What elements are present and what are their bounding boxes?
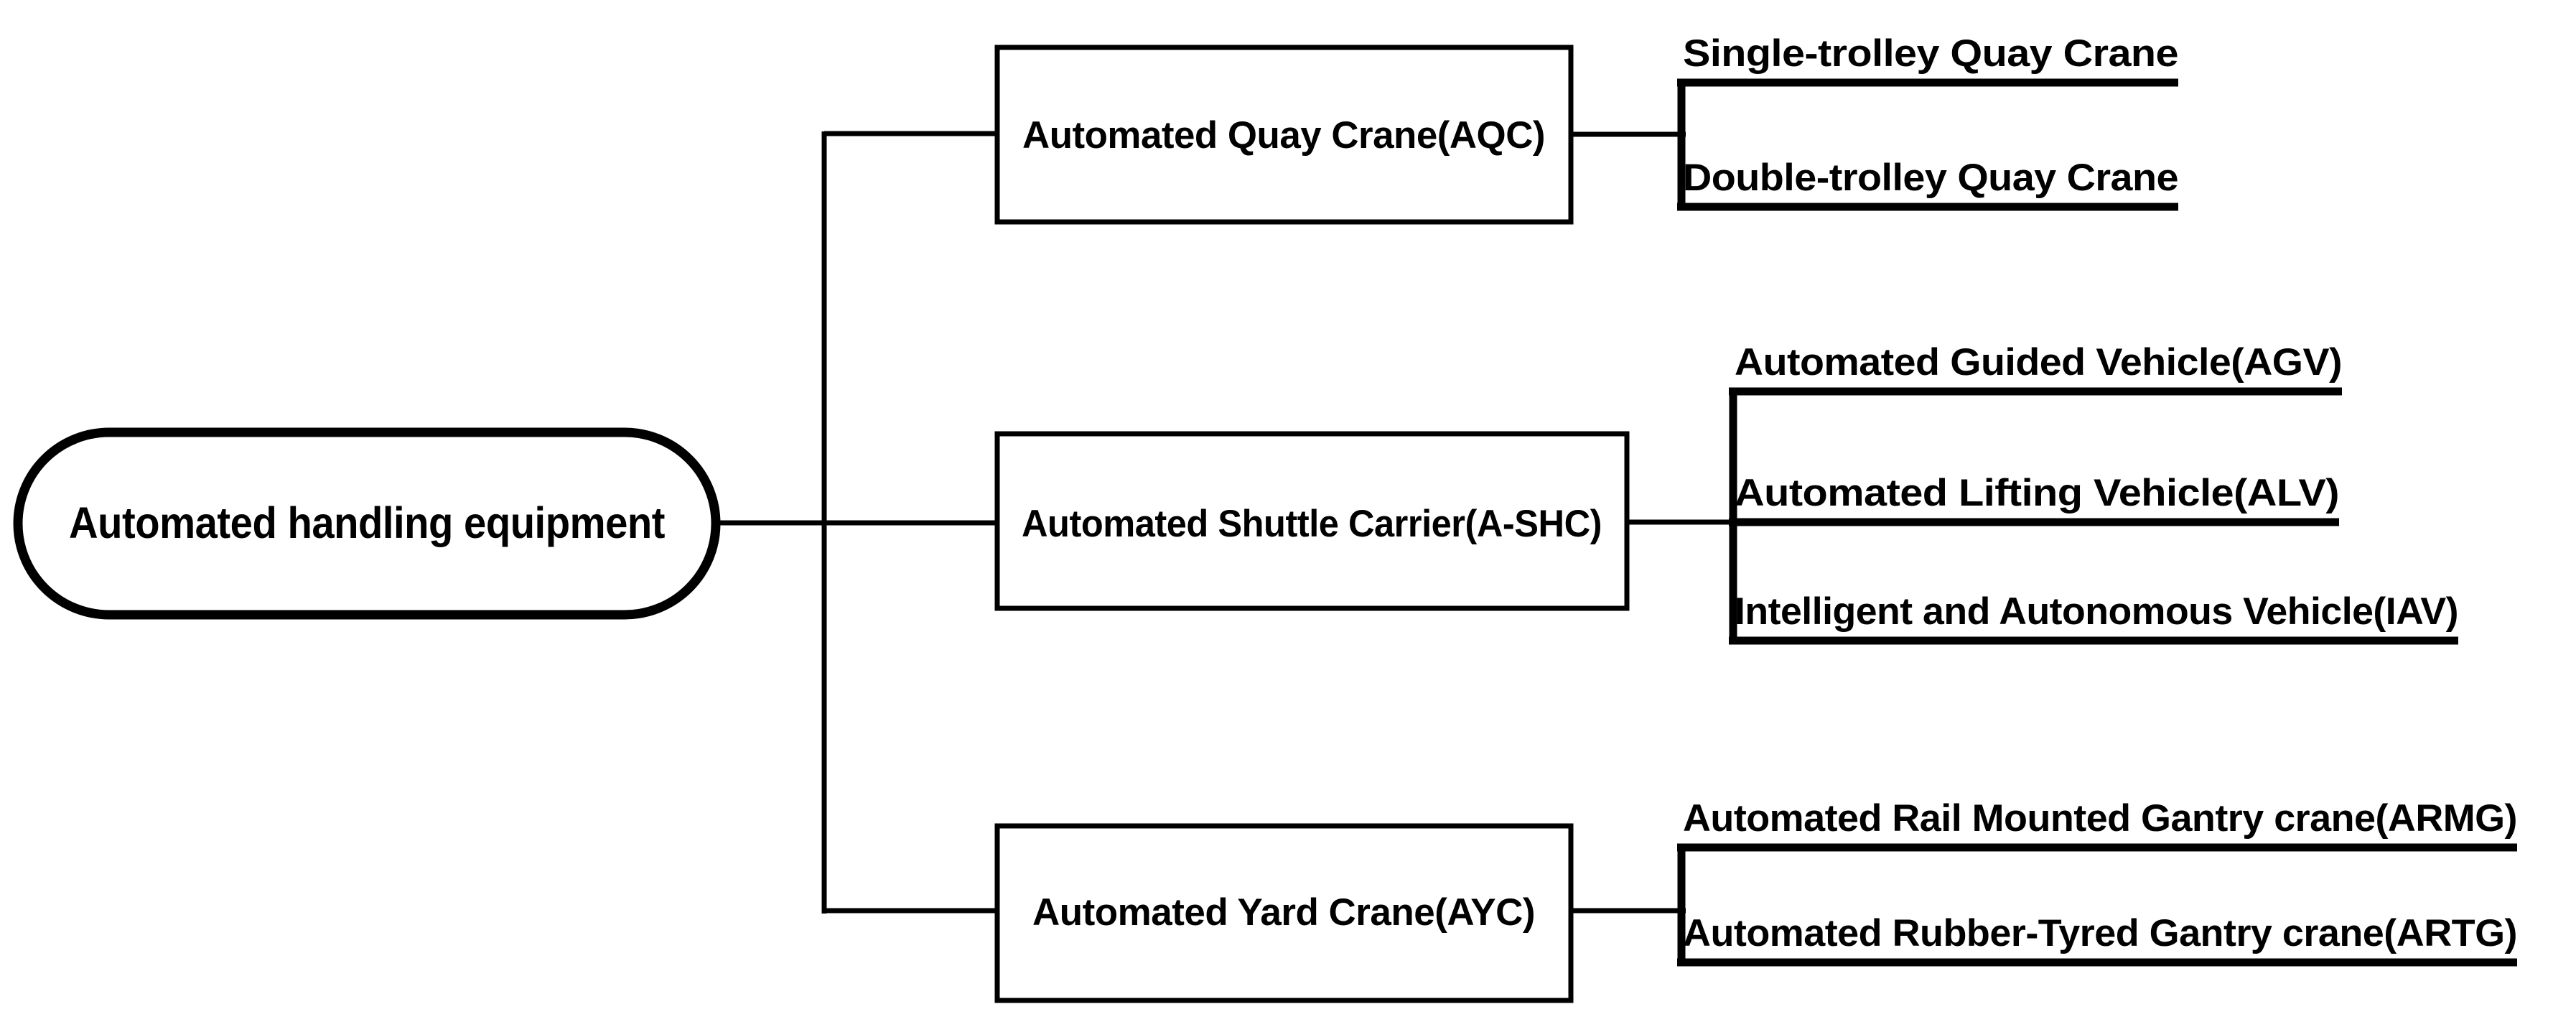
leaf-label-alv: Automated Lifting Vehicle(ALV) (1735, 472, 2339, 514)
branch-node-ashc[interactable]: Automated Shuttle Carrier(A-SHC) (994, 431, 1630, 611)
root-node-label: Automated handling equipment (69, 498, 665, 547)
branch-node-aqc[interactable]: Automated Quay Crane(AQC) (994, 45, 1574, 225)
leaf-label-iav: Intelligent and Autonomous Vehicle(IAV) (1735, 590, 2458, 633)
branch-ayc-leaf-connectors (1571, 844, 1686, 966)
branch-node-ayc[interactable]: Automated Yard Crane(AYC) (994, 823, 1574, 1003)
trunk-connectors (716, 131, 997, 914)
leaf-group-alv[interactable]: Automated Lifting Vehicle(ALV) (1729, 472, 2340, 526)
branch-node-aqc-label: Automated Quay Crane(AQC) (1022, 114, 1545, 157)
branch-node-ayc-label: Automated Yard Crane(AYC) (1032, 891, 1535, 934)
root-node[interactable]: Automated handling equipment (13, 427, 721, 620)
branch-node-ashc-box (994, 431, 1630, 611)
branch-node-ashc-label: Automated Shuttle Carrier(A-SHC) (1022, 503, 1602, 545)
leaf-group-artg[interactable]: Automated Rubber-Tyred Gantry crane(ARTG… (1677, 912, 2518, 967)
branch-aqc-leaf-connectors (1571, 79, 1686, 208)
branch-node-ayc-box (994, 823, 1574, 1003)
leaf-group-agv[interactable]: Automated Guided Vehicle(AGV) (1729, 341, 2343, 396)
leaf-label-artg: Automated Rubber-Tyred Gantry crane(ARTG… (1683, 912, 2517, 954)
leaf-group-iav[interactable]: Intelligent and Autonomous Vehicle(IAV) (1729, 590, 2459, 645)
leaf-label-armg: Automated Rail Mounted Gantry crane(ARMG… (1683, 797, 2517, 840)
leaf-label-single-trolley-quay-crane: Single-trolley Quay Crane (1683, 32, 2178, 75)
branch-node-aqc-box (994, 45, 1574, 225)
leaf-label-agv: Automated Guided Vehicle(AGV) (1735, 341, 2342, 384)
leaf-label-double-trolley-quay-crane: Double-trolley Quay Crane (1683, 157, 2178, 199)
leaf-group-armg[interactable]: Automated Rail Mounted Gantry crane(ARMG… (1677, 797, 2518, 852)
leaf-group-double-trolley-quay-crane[interactable]: Double-trolley Quay Crane (1677, 157, 2179, 211)
leaf-group-single-trolley-quay-crane[interactable]: Single-trolley Quay Crane (1677, 32, 2179, 87)
branch-ashc-leaf-connectors (1627, 388, 1737, 643)
